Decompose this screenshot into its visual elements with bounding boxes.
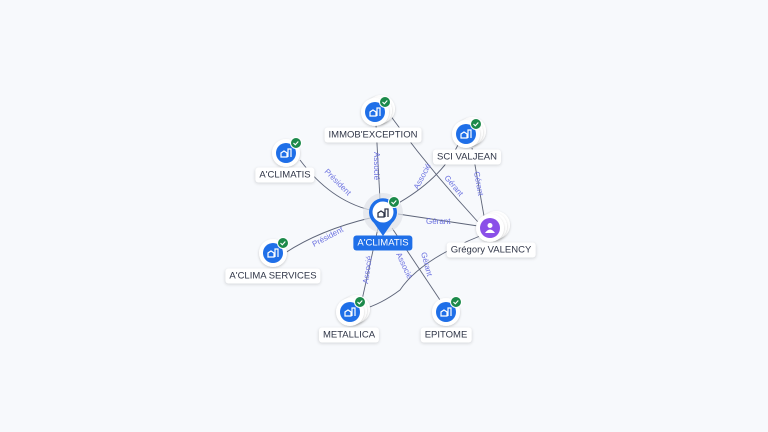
edge-label: Gérant [426, 217, 451, 226]
edge-label: Associé [394, 251, 414, 281]
verified-check-icon [470, 118, 482, 130]
node-label-aclimatis[interactable]: A'CLIMATIS [255, 167, 315, 183]
node-label-scivaljean[interactable]: SCI VALJEAN [432, 149, 502, 165]
edge-valency-immob [389, 114, 479, 223]
verified-check-icon [450, 296, 462, 308]
node-aclimatis2[interactable] [272, 137, 302, 168]
node-label-immob[interactable]: IMMOB'EXCEPTION [324, 127, 422, 143]
verified-check-icon [388, 196, 400, 208]
node-metallica[interactable] [336, 295, 370, 326]
building-icon [369, 107, 381, 117]
edge-label: Associé [372, 152, 381, 181]
building-icon [280, 148, 292, 158]
verified-check-icon [354, 296, 366, 308]
building-icon [267, 248, 279, 258]
edge-label: Gérant [472, 171, 485, 197]
node-scivaljean[interactable] [452, 117, 486, 148]
center-node-label[interactable]: A'CLIMATIS [353, 235, 413, 251]
node-label-aclimaservices[interactable]: A'CLIMA SERVICES [225, 268, 321, 284]
node-immob[interactable] [361, 95, 395, 126]
edge-label: Associé [361, 255, 374, 285]
node-aclimaservices[interactable] [259, 237, 289, 268]
building-icon [377, 208, 389, 218]
building-icon [460, 129, 472, 139]
person-icon [485, 223, 495, 233]
edge-center-aclimaservices [284, 217, 371, 254]
verified-check-icon [379, 96, 391, 108]
edge-valency-center [397, 213, 479, 227]
edge-label: Président [311, 225, 346, 249]
center-node[interactable] [363, 193, 403, 236]
node-label-metallica[interactable]: METALLICA [318, 327, 380, 343]
node-valency[interactable] [476, 211, 510, 242]
edge-label: Gérant [419, 251, 434, 278]
node-epitome[interactable] [432, 296, 462, 327]
node-label-valency[interactable]: Grégory VALENCY [446, 242, 536, 258]
building-icon [440, 307, 452, 317]
building-icon [344, 307, 356, 317]
node-label-epitome[interactable]: EPITOME [420, 327, 472, 343]
verified-check-icon [290, 137, 302, 149]
edge-label: Président [323, 167, 354, 198]
verified-check-icon [277, 237, 289, 249]
